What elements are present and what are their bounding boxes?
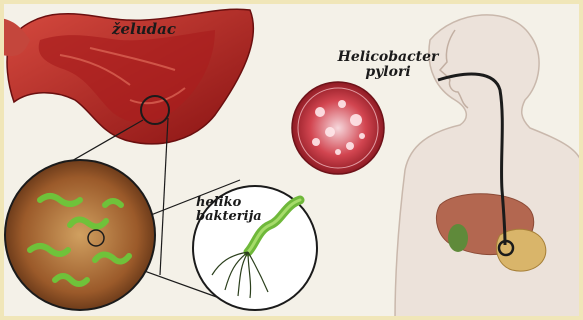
- bacterium-label-line2: bakterija: [196, 210, 276, 224]
- helicobacter-label: Helicobacter pylori: [328, 50, 448, 79]
- tissue-magnified-circle: [5, 160, 155, 310]
- stomach-label-text: želudac: [112, 20, 176, 38]
- petri-dish: [292, 82, 384, 174]
- bacterium-label-line1: heliko: [196, 196, 276, 210]
- bacterium-label: heliko bakterija: [196, 196, 276, 223]
- helicobacter-label-line1: Helicobacter: [328, 50, 448, 65]
- helicobacter-label-line2: pylori: [328, 65, 448, 80]
- stomach-label: želudac: [112, 22, 176, 38]
